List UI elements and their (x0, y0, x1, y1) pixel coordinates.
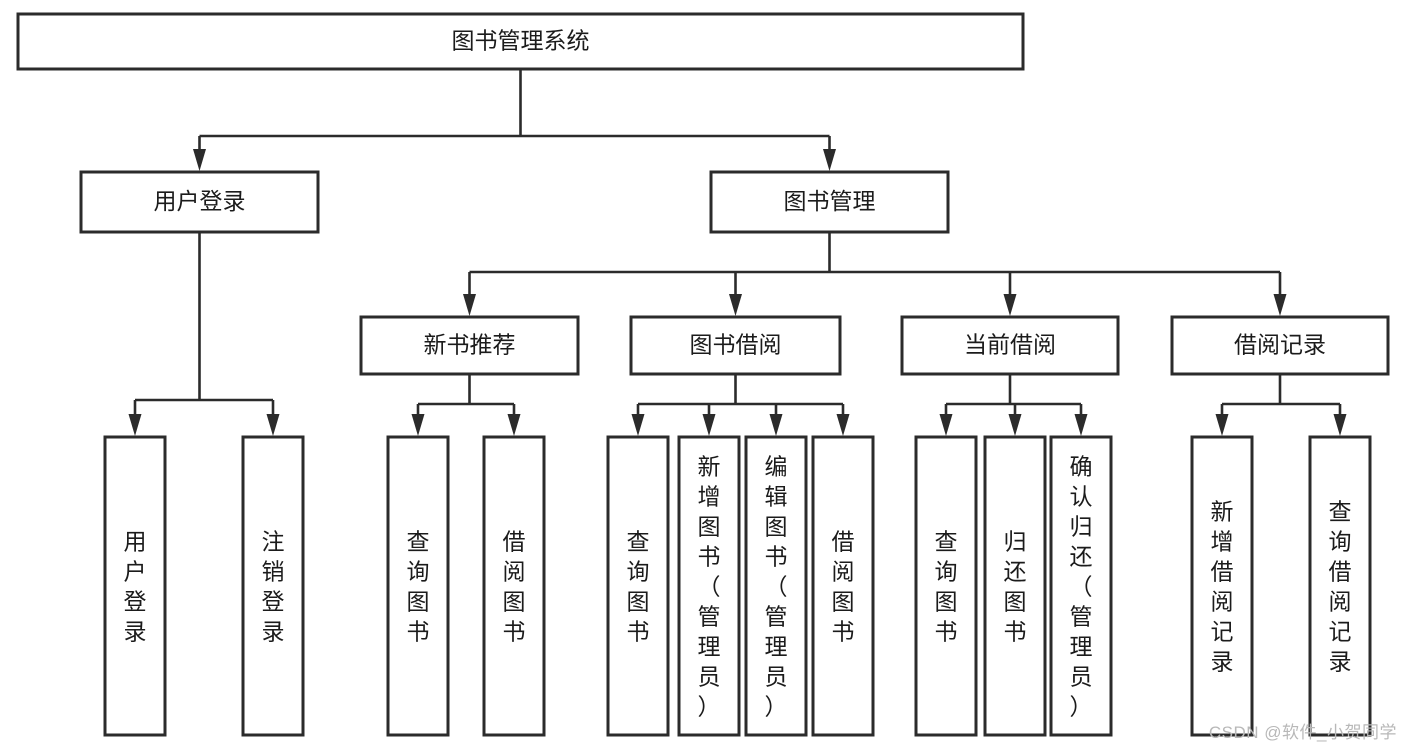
connector-group (411, 374, 521, 436)
node-box (241, 435, 305, 737)
node-leaf-add-record[interactable]: 新增借阅记录 (1190, 435, 1254, 737)
node-box (677, 435, 741, 737)
node-label: 图书管理系统 (452, 28, 590, 54)
connector-group (939, 374, 1088, 436)
node-leaf-user-login[interactable]: 用户登录 (103, 435, 167, 737)
connector-layer (128, 69, 1347, 436)
node-label: 借阅图书 (503, 528, 526, 644)
node-book-manage[interactable]: 图书管理 (709, 170, 950, 234)
node-box (900, 315, 1120, 376)
node-label: 新增图书（管理员） (698, 453, 721, 719)
node-box (709, 170, 950, 234)
node-box (811, 435, 875, 737)
node-box (103, 435, 167, 737)
node-label: 新增借阅记录 (1211, 498, 1234, 674)
node-label: 归还图书 (1004, 528, 1027, 644)
node-box (983, 435, 1047, 737)
node-book-borrow[interactable]: 图书借阅 (629, 315, 842, 376)
node-leaf-confirm-return[interactable]: 确认归还（管理员） (1049, 435, 1113, 737)
node-label: 查询图书 (627, 528, 650, 644)
node-box (1308, 435, 1372, 737)
node-box (1170, 315, 1390, 376)
connector-group (463, 232, 1287, 316)
node-label: 新书推荐 (424, 332, 516, 358)
node-new-book-rec[interactable]: 新书推荐 (359, 315, 580, 376)
node-box (1049, 435, 1113, 737)
node-box (606, 435, 670, 737)
node-label: 查询借阅记录 (1329, 498, 1352, 674)
node-box (79, 170, 320, 234)
node-label: 用户登录 (154, 188, 246, 214)
node-leaf-borrow-book-2[interactable]: 借阅图书 (811, 435, 875, 737)
node-box (744, 435, 808, 737)
node-box (1190, 435, 1254, 737)
node-leaf-logout[interactable]: 注销登录 (241, 435, 305, 737)
node-user-login[interactable]: 用户登录 (79, 170, 320, 234)
node-label: 当前借阅 (964, 332, 1056, 358)
node-leaf-borrow-book-1[interactable]: 借阅图书 (482, 435, 546, 737)
node-leaf-return-book[interactable]: 归还图书 (983, 435, 1047, 737)
node-leaf-query-book-2[interactable]: 查询图书 (606, 435, 670, 737)
connector-group (128, 232, 280, 436)
node-box (359, 315, 580, 376)
node-current-borrow[interactable]: 当前借阅 (900, 315, 1120, 376)
node-leaf-query-book-3[interactable]: 查询图书 (914, 435, 978, 737)
node-label: 查询图书 (407, 528, 430, 644)
node-leaf-edit-book[interactable]: 编辑图书（管理员） (744, 435, 808, 737)
node-box (386, 435, 450, 737)
node-label: 借阅记录 (1234, 332, 1326, 358)
node-leaf-query-record[interactable]: 查询借阅记录 (1308, 435, 1372, 737)
node-root[interactable]: 图书管理系统 (16, 12, 1025, 71)
node-box (629, 315, 842, 376)
node-leaf-query-book-1[interactable]: 查询图书 (386, 435, 450, 737)
node-box (482, 435, 546, 737)
connector-group (1215, 374, 1347, 436)
node-layer: 图书管理系统用户登录图书管理新书推荐图书借阅当前借阅借阅记录用户登录注销登录查询… (16, 12, 1390, 737)
node-label: 编辑图书（管理员） (765, 453, 788, 719)
node-label: 用户登录 (124, 528, 147, 644)
connector-group (193, 69, 836, 171)
node-box (16, 12, 1025, 71)
connector-group (631, 374, 850, 436)
node-label: 图书管理 (784, 188, 876, 214)
node-leaf-add-book[interactable]: 新增图书（管理员） (677, 435, 741, 737)
node-label: 借阅图书 (832, 528, 855, 644)
node-label: 确认归还（管理员） (1070, 453, 1093, 719)
node-borrow-record[interactable]: 借阅记录 (1170, 315, 1390, 376)
node-label: 注销登录 (262, 528, 285, 644)
node-label: 查询图书 (935, 528, 958, 644)
node-box (914, 435, 978, 737)
node-label: 图书借阅 (690, 332, 782, 358)
